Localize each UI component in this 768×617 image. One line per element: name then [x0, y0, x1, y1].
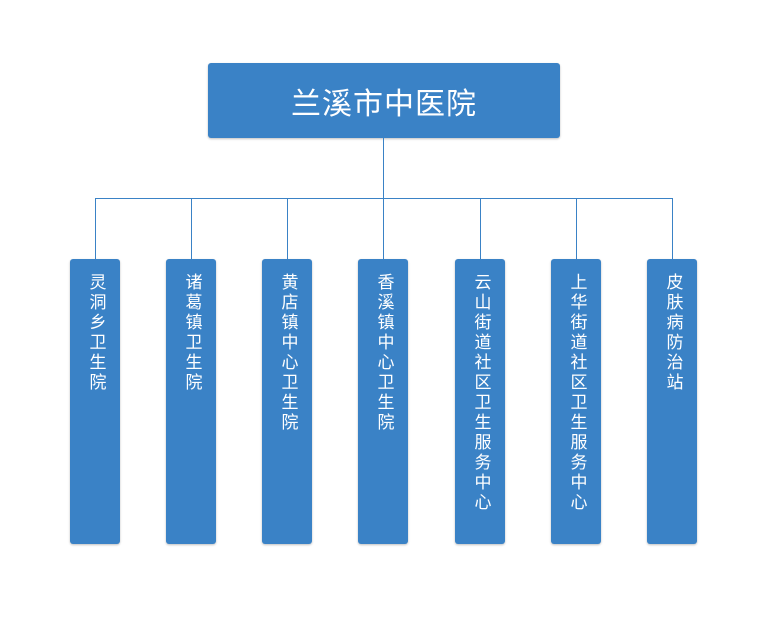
horizontal-bus-line — [95, 198, 673, 199]
root-node: 兰溪市中医院 — [208, 63, 560, 138]
branch-line — [287, 198, 288, 260]
child-node: 黄店镇中心卫生院 — [262, 259, 312, 544]
child-node: 诸葛镇卫生院 — [166, 259, 216, 544]
child-node-label: 皮肤病防治站 — [662, 273, 683, 393]
branch-line — [672, 198, 673, 260]
root-node-label: 兰溪市中医院 — [291, 86, 477, 122]
child-node: 上华街道社区卫生服务中心 — [551, 259, 601, 544]
child-node-label: 香溪镇中心卫生院 — [373, 273, 394, 433]
child-node: 云山街道社区卫生服务中心 — [455, 259, 505, 544]
child-node: 皮肤病防治站 — [647, 259, 697, 544]
branch-line — [95, 198, 96, 260]
child-node-label: 诸葛镇卫生院 — [181, 273, 202, 393]
root-connector-line — [383, 138, 384, 199]
child-node: 灵洞乡卫生院 — [70, 259, 120, 544]
branch-line — [576, 198, 577, 260]
branch-line — [191, 198, 192, 260]
child-node: 香溪镇中心卫生院 — [358, 259, 408, 544]
branch-line — [383, 198, 384, 260]
child-node-label: 灵洞乡卫生院 — [85, 273, 106, 393]
child-node-label: 上华街道社区卫生服务中心 — [566, 273, 587, 513]
branch-line — [480, 198, 481, 260]
child-node-label: 云山街道社区卫生服务中心 — [470, 273, 491, 513]
child-node-label: 黄店镇中心卫生院 — [277, 273, 298, 433]
